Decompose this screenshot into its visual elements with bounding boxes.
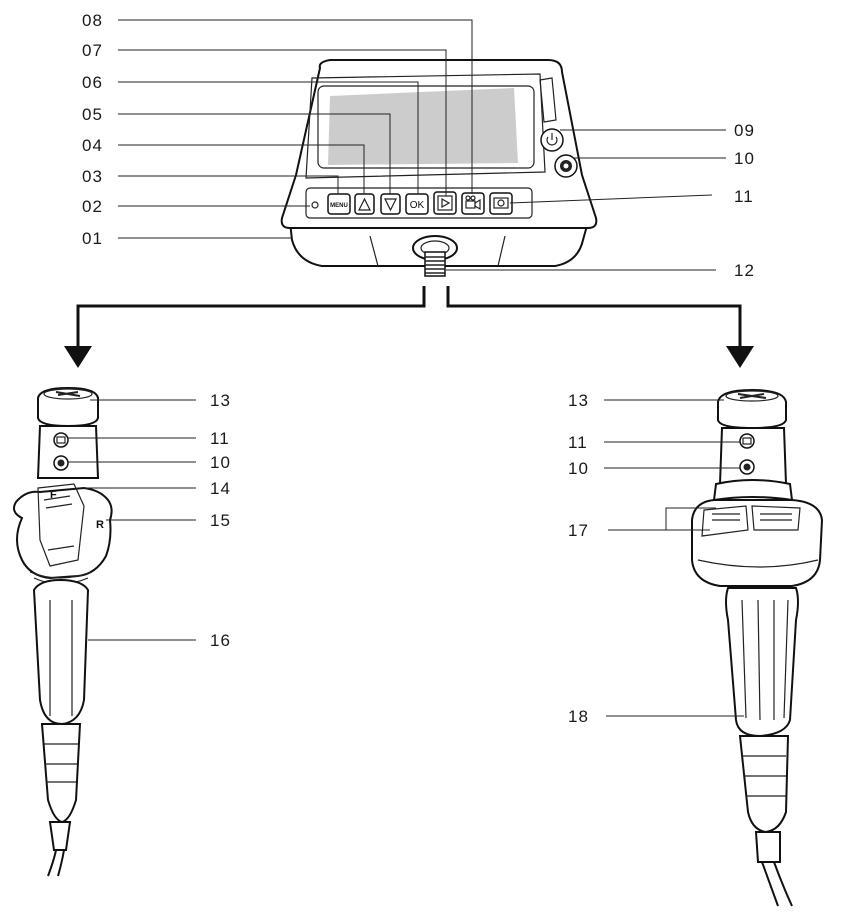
- knob-mark-r: R: [96, 519, 104, 531]
- label-08: 08: [82, 11, 103, 30]
- label-10-left: 10: [210, 453, 231, 472]
- articulation-levers: [691, 499, 824, 587]
- connection-arrows: [64, 286, 754, 368]
- label-15: 15: [210, 511, 231, 530]
- up-arrow-icon: [358, 197, 371, 211]
- playback-button: [433, 191, 457, 215]
- knob-mark-f: F: [50, 489, 57, 501]
- label-05: 05: [82, 105, 103, 124]
- label-17: 17: [568, 521, 589, 540]
- label-18: 18: [568, 707, 589, 726]
- label-06: 06: [82, 73, 103, 92]
- led-icon: [743, 463, 751, 471]
- up-button: [354, 193, 375, 215]
- screen-bezel: [317, 85, 535, 169]
- led-icon: [57, 459, 65, 467]
- camera-icon: [493, 197, 509, 209]
- label-10-right: 10: [568, 459, 589, 478]
- handle-rotary-variant: F R: [13, 386, 113, 877]
- label-09: 09: [734, 121, 755, 140]
- label-10: 10: [734, 149, 755, 168]
- camera-icon: [742, 437, 752, 445]
- photo-button: [739, 433, 755, 449]
- label-16: 16: [210, 631, 231, 650]
- label-12: 12: [734, 261, 755, 280]
- photo-button: [53, 432, 69, 448]
- monitor-unit: MENU OK: [280, 59, 598, 277]
- label-11-right: 11: [568, 433, 588, 452]
- label-13-left: 13: [210, 391, 231, 410]
- label-03: 03: [82, 167, 103, 186]
- label-13-right: 13: [568, 391, 589, 410]
- label-07: 07: [82, 41, 103, 60]
- camera-icon: [56, 436, 66, 444]
- button-panel: [305, 187, 533, 219]
- label-11: 11: [734, 187, 754, 206]
- display-screen: [328, 88, 518, 165]
- probe-connector-thread: [424, 251, 446, 277]
- photo-capture-button: [489, 192, 513, 215]
- menu-button: [327, 193, 351, 215]
- label-04: 04: [82, 136, 103, 155]
- handle-grip: [32, 578, 90, 726]
- label-02: 02: [82, 197, 103, 216]
- handle-articulating-variant: [691, 388, 824, 907]
- ok-button-label: OK: [410, 200, 425, 211]
- callout-leaders: [68, 19, 744, 717]
- down-arrow-icon: [384, 198, 397, 212]
- play-icon: [441, 197, 451, 209]
- power-icon: [546, 136, 558, 146]
- label-11-left: 11: [210, 429, 230, 448]
- direction-knob: [13, 486, 113, 580]
- ok-button: [405, 193, 429, 215]
- indicator-led: [311, 201, 319, 209]
- label-01: 01: [82, 229, 103, 248]
- callout-labels: 08 07 06 05 04 03 02 01 09 10 11 12 13 1…: [82, 11, 755, 726]
- label-14: 14: [210, 479, 231, 498]
- menu-button-label: MENU: [330, 203, 348, 209]
